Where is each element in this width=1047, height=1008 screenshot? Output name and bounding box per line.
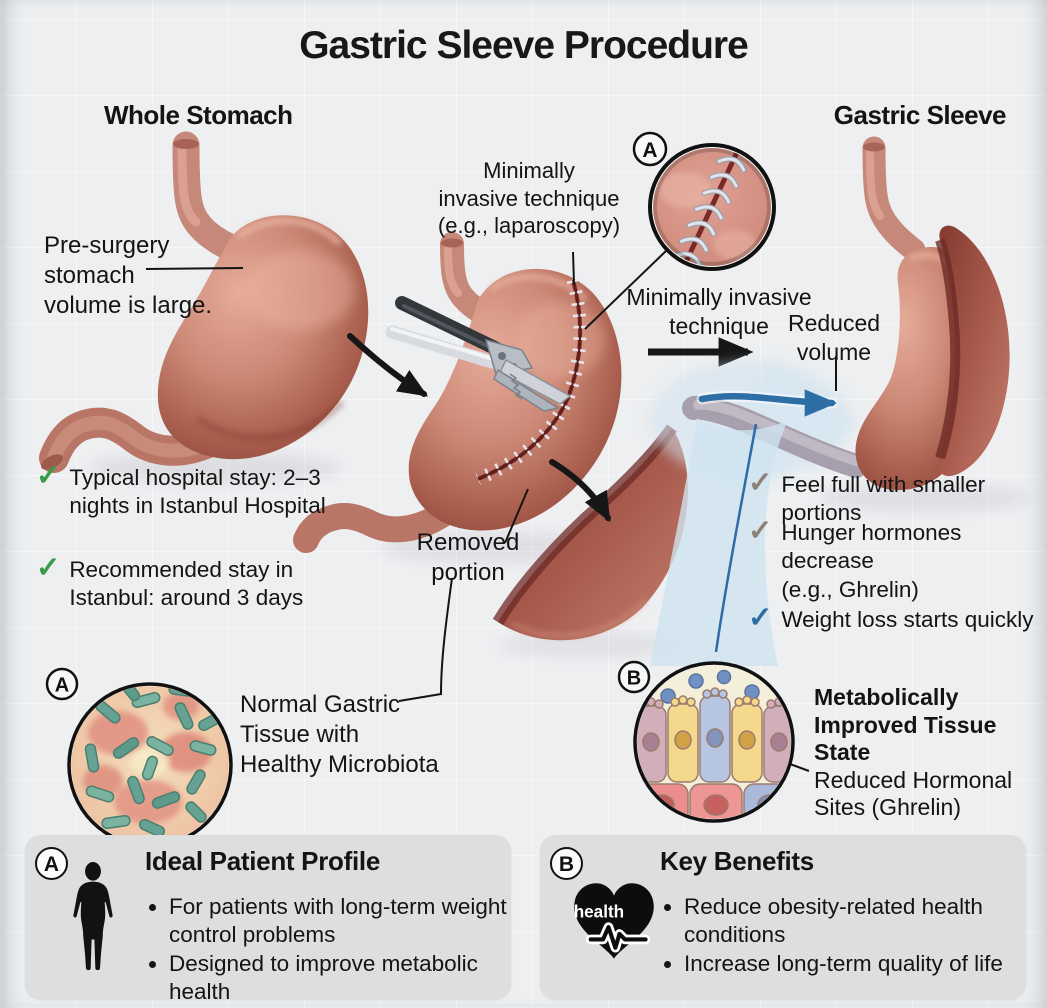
hormone-dots (660, 669, 760, 704)
check-text: Typical hospital stay: 2–3 nights in Ist… (69, 465, 326, 519)
card-b-badge: B (550, 847, 583, 880)
card-a-bullet: For patients with long-term weight contr… (169, 893, 521, 950)
check-text: Feel full with smaller portions (781, 472, 986, 526)
check-icon: ✓ (748, 467, 773, 499)
diagram-badges: A A B (45, 131, 668, 701)
check-text: Weight loss starts quickly (781, 607, 1034, 632)
arrow-to-removed-portion (549, 459, 611, 523)
leader-lines (145, 249, 837, 772)
check-icon: ✓ (748, 602, 773, 634)
card-a-badge: A (35, 847, 68, 880)
heart-icon-text: health (574, 902, 624, 922)
laparoscopic-stapler-illustration (385, 296, 572, 412)
istanbul-stay-check: ✓ Recommended stay in Istanbul: around 3… (36, 552, 356, 613)
whole-stomach-heading: Whole Stomach (104, 100, 293, 130)
check-text: Hunger hormones decrease (e.g., Ghrelin) (781, 520, 962, 602)
check-icon: ✓ (748, 515, 773, 547)
technique-annotation: Minimally invasive technique (e.g., lapa… (437, 158, 621, 238)
weight-loss-check: ✓ Weight loss starts quickly (748, 602, 1038, 634)
hospital-stay-check: ✓ Typical hospital stay: 2–3 nights in I… (36, 460, 356, 521)
removed-portion-annotation: Removed portion (416, 529, 520, 586)
card-b-bullet: Increase long-term quality of life (684, 950, 1034, 978)
person-icon (73, 862, 113, 971)
hunger-hormones-check: ✓ Hunger hormones decrease (e.g., Ghreli… (748, 515, 1038, 604)
card-a-bullet-list: For patients with long-term weight contr… (145, 893, 521, 1006)
card-b-title: Key Benefits (660, 846, 814, 876)
check-icon: ✓ (36, 460, 61, 492)
flow-illustration (650, 358, 868, 666)
tissue-annotation-sub: Reduced Hormonal Sites (Ghrelin) (814, 766, 1013, 821)
suture-inset-circle (648, 143, 776, 271)
epithelial-cells (637, 687, 791, 819)
key-benefits-card: B health Key Benefits Reduce obesity-rel… (540, 835, 1026, 999)
inset-caption: Minimally invasive technique (626, 284, 812, 339)
smaller-portions-check: ✓ Feel full with smaller portions (748, 467, 1038, 528)
reduced-volume-annotation: Reduced volume (787, 310, 881, 365)
card-b-bullet-list: Reduce obesity-related health conditions… (660, 893, 1034, 978)
arrow-to-surgery (347, 333, 429, 397)
microbiota-annotation: Normal Gastric Tissue with Healthy Micro… (240, 691, 439, 778)
check-icon: ✓ (36, 552, 61, 584)
card-b-bullet: Reduce obesity-related health conditions (684, 893, 1034, 950)
card-a-title: Ideal Patient Profile (145, 846, 380, 876)
check-text: Recommended stay in Istanbul: around 3 d… (69, 557, 304, 611)
card-a-bullet: Designed to improve metabolic health (169, 950, 521, 1007)
tissue-badge: B (627, 668, 641, 690)
ideal-patient-profile-card: A Ideal Patient Profile For patients wit… (25, 835, 511, 1004)
microbiota-badge: A (55, 675, 69, 697)
bacteria-rods (84, 686, 222, 838)
microbiota-inset-circle (67, 682, 233, 848)
gastric-sleeve-illustration (855, 136, 1010, 491)
gastric-sleeve-heading: Gastric Sleeve (833, 100, 1007, 130)
whole-stomach-illustration (39, 131, 369, 473)
tissue-inset-circle (633, 661, 795, 823)
tissue-annotation-title: Metabolically Improved Tissue State (814, 684, 997, 766)
pre-surgery-annotation: Pre-surgery stomach volume is large. (44, 232, 213, 319)
tissue-annotation: Metabolically Improved Tissue State Redu… (814, 684, 1014, 822)
heart-health-icon: health (574, 883, 654, 959)
inset-a-badge: A (642, 139, 657, 162)
page-title: Gastric Sleeve Procedure (299, 24, 749, 67)
